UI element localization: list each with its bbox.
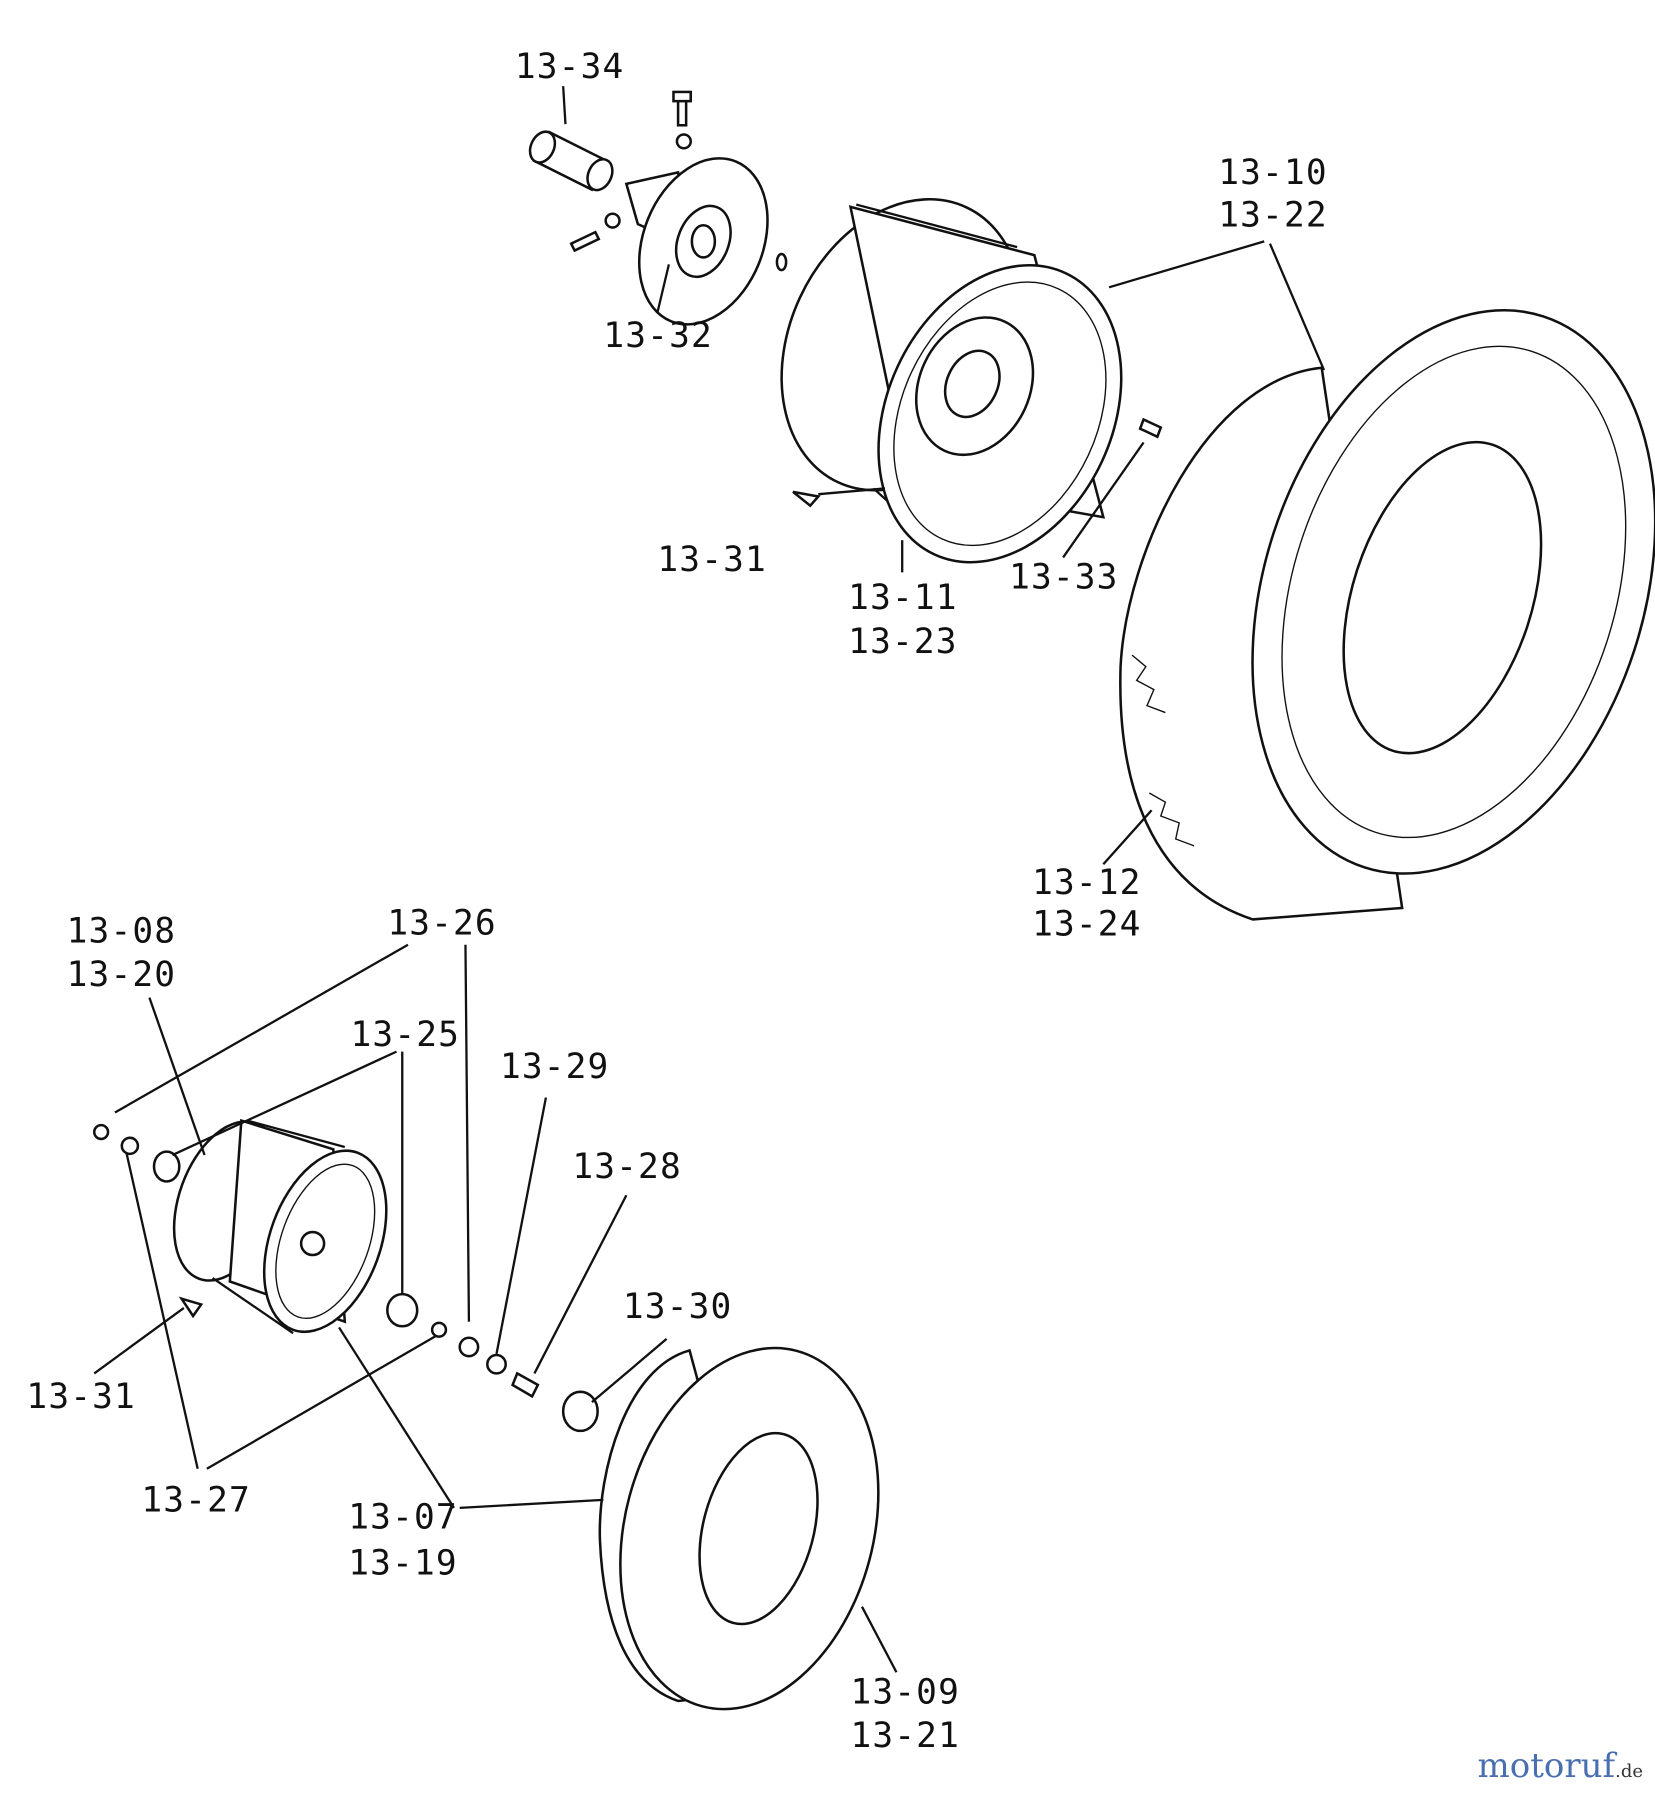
label-13-26: 13-26 — [387, 903, 497, 943]
label-13-32: 13-32 — [603, 316, 713, 356]
axle-sleeve — [528, 130, 614, 192]
label-13-22: 13-22 — [1218, 195, 1328, 235]
label-13-29: 13-29 — [500, 1047, 610, 1087]
label-13-19: 13-19 — [348, 1544, 458, 1584]
bolt-icon — [511, 1371, 540, 1399]
rear-rim — [780, 198, 1123, 564]
hub-assembly — [528, 90, 788, 326]
label-13-28: 13-28 — [572, 1147, 682, 1187]
label-13-34: 13-34 — [515, 47, 625, 87]
bolt-icon — [569, 230, 601, 253]
watermark-tld: .de — [1615, 1761, 1643, 1782]
label-13-20: 13-20 — [67, 955, 177, 995]
label-13-27: 13-27 — [141, 1480, 251, 1520]
label-13-23: 13-23 — [848, 622, 958, 662]
label-13-07: 13-07 — [348, 1498, 458, 1538]
label-13-09: 13-09 — [850, 1672, 960, 1712]
watermark-logo: motoruf.de — [1478, 1746, 1643, 1786]
bolt-icon — [672, 90, 692, 127]
label-13-30: 13-30 — [623, 1287, 733, 1327]
rear-tire — [1119, 309, 1655, 921]
label-13-08: 13-08 — [67, 911, 177, 951]
label-13-10: 13-10 — [1218, 153, 1328, 193]
front-tire — [598, 1346, 880, 1711]
label-13-33: 13-33 — [1009, 557, 1119, 597]
label-13-12: 13-12 — [1032, 863, 1142, 903]
leader-lines — [93, 86, 1326, 1673]
label-13-21: 13-21 — [850, 1716, 960, 1756]
valve-icon — [792, 490, 821, 508]
bolt-icon — [1138, 417, 1163, 439]
valve-icon — [178, 1296, 204, 1319]
part-labels: 13-34 13-32 13-10 13-22 13-31 13-11 13-2… — [26, 47, 1328, 1756]
label-13-25: 13-25 — [351, 1015, 461, 1055]
front-rim — [172, 1118, 388, 1335]
label-13-24: 13-24 — [1032, 905, 1142, 945]
label-13-31-top: 13-31 — [657, 540, 767, 580]
label-13-31-bottom: 13-31 — [26, 1377, 136, 1417]
label-13-11: 13-11 — [848, 578, 958, 618]
watermark-brand: motoruf — [1477, 1746, 1616, 1786]
